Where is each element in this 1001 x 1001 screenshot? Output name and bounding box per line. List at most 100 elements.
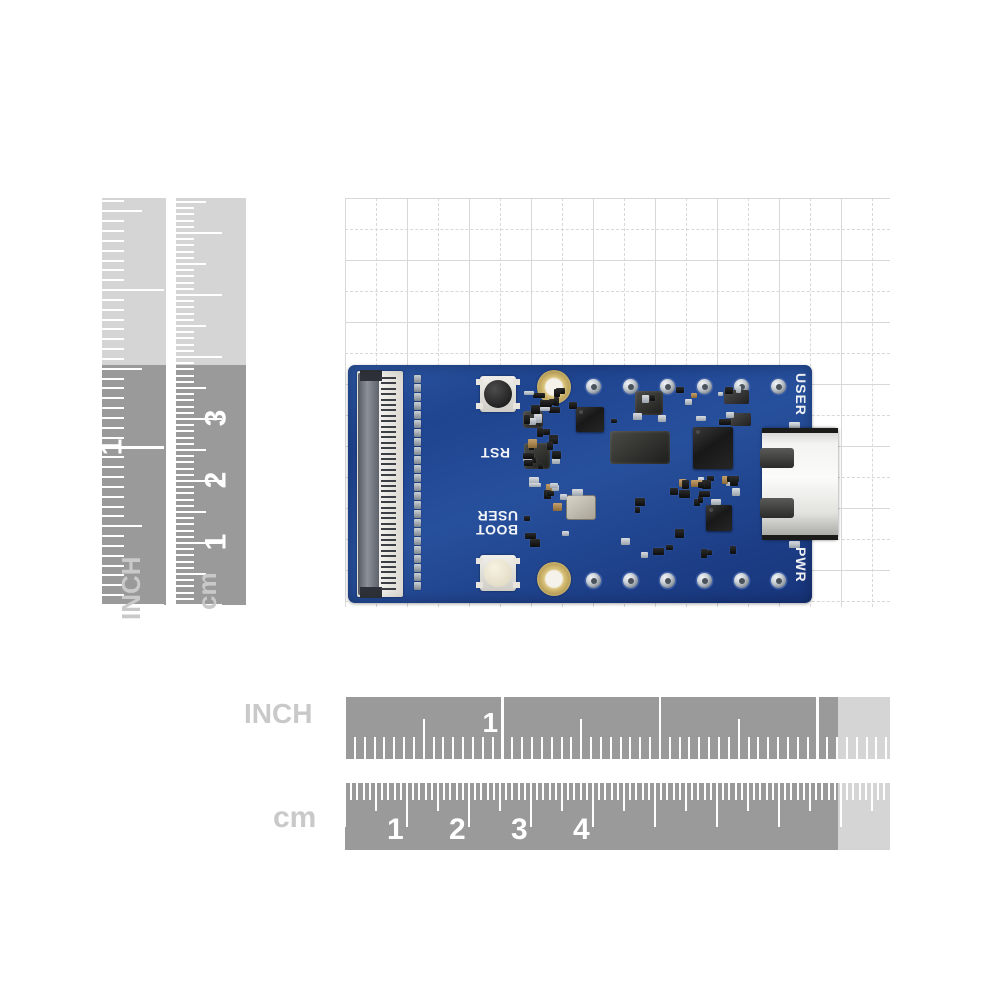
ruler-tick	[765, 783, 768, 800]
header-pin	[414, 501, 421, 509]
horizontal-inch-number: 1	[482, 707, 499, 738]
ruler-tick	[697, 783, 700, 800]
header-pin	[414, 384, 421, 392]
ruler-tick	[442, 737, 445, 759]
ruler-tick	[865, 737, 868, 759]
usb-c-connector[interactable]	[760, 428, 838, 540]
ruler-tick	[176, 479, 222, 483]
ruler-tick	[467, 783, 471, 827]
fpc-pin	[381, 522, 396, 525]
ruler-tick	[387, 783, 390, 800]
ruler-tick	[176, 349, 194, 352]
ruler-tick	[833, 783, 836, 800]
smd-component	[633, 413, 642, 420]
fpc-pin	[381, 571, 396, 574]
ruler-tick	[718, 737, 720, 759]
ruler-tick	[708, 737, 711, 759]
smd-component	[540, 400, 552, 407]
ruler-tick	[405, 783, 409, 827]
boot-user-button[interactable]	[476, 555, 520, 591]
ruler-tick	[176, 424, 194, 427]
ruler-tick	[176, 467, 194, 470]
reset-button[interactable]	[476, 376, 520, 412]
ruler-tick	[393, 737, 396, 759]
ruler-tick	[808, 783, 812, 811]
ruler-tick	[443, 783, 446, 800]
fpc-pin	[381, 528, 396, 531]
fpc-pin	[381, 441, 396, 444]
fpc-pin	[381, 382, 396, 385]
ruler-tick	[176, 579, 194, 582]
ruler-tick	[176, 566, 194, 569]
header-pin	[414, 546, 421, 554]
button-nub	[513, 403, 520, 409]
ruler-tick	[570, 737, 573, 759]
ruler-tick	[412, 737, 415, 759]
through-hole-pad-icon	[586, 379, 601, 394]
ruler-tick	[176, 225, 194, 228]
fpc-latch[interactable]	[358, 370, 382, 598]
ruler-tick	[176, 603, 222, 605]
horizontal-cm-caption: cm	[273, 801, 317, 834]
ruler-tick	[784, 783, 787, 800]
ruler-tick	[424, 783, 427, 800]
ruler-tick	[102, 485, 124, 488]
ruler-tick	[176, 572, 206, 576]
smd-component	[699, 491, 710, 497]
pin-strip-left	[414, 375, 423, 593]
ruler-tick	[616, 783, 619, 800]
fpc-pin	[381, 468, 396, 471]
ruler-tick	[678, 737, 681, 759]
ruler-dark-segment	[176, 365, 246, 605]
ruler-tick	[567, 783, 570, 800]
fpc-pin	[381, 463, 396, 466]
ruler-tick	[399, 783, 402, 800]
fpc-pin	[381, 517, 396, 520]
smd-component	[691, 393, 697, 398]
ruler-tick	[753, 783, 756, 800]
ruler-tick	[691, 783, 694, 800]
ruler-tick	[102, 564, 124, 567]
smd-component	[538, 464, 543, 469]
ruler-tick	[422, 719, 425, 759]
ruler-tick	[777, 783, 781, 827]
smd-component	[562, 531, 569, 536]
shielded-module	[610, 431, 670, 464]
ruler-tick	[176, 597, 194, 600]
fpc-pin	[381, 576, 396, 579]
ruler-tick	[505, 783, 508, 800]
ruler-tick	[102, 357, 124, 360]
ruler-tick	[102, 279, 124, 282]
smd-component	[730, 546, 736, 554]
fpc-connector[interactable]	[357, 370, 403, 598]
ruler-tick	[343, 783, 347, 827]
regulator-ic	[706, 505, 732, 531]
header-pin	[414, 483, 421, 491]
ruler-tick	[102, 426, 124, 429]
fpc-pin	[381, 501, 396, 504]
horizontal-inch-caption: INCH	[244, 698, 313, 729]
ruler-tick	[102, 476, 124, 479]
ruler-tick	[102, 200, 124, 203]
user-led	[789, 422, 800, 429]
ruler-tick	[176, 504, 194, 507]
ruler-tick	[777, 737, 780, 759]
boot-button-cap	[484, 559, 512, 587]
ruler-tick	[102, 603, 164, 605]
ruler-tick	[176, 368, 194, 371]
ruler-tick	[786, 737, 789, 759]
header-pin	[414, 420, 421, 428]
ruler-tick	[548, 783, 551, 800]
ruler-tick	[102, 407, 124, 410]
ruler-tick	[864, 783, 867, 800]
header-pin	[414, 393, 421, 401]
button-nub	[476, 403, 483, 409]
grid-dashed-line-h	[345, 353, 890, 354]
smd-component	[547, 491, 554, 496]
ruler-tick	[436, 783, 440, 811]
smd-component	[524, 391, 534, 395]
smd-component	[550, 483, 558, 488]
crystal-can	[566, 495, 596, 520]
fpc-pin	[381, 549, 396, 552]
ruler-tick	[176, 262, 206, 266]
